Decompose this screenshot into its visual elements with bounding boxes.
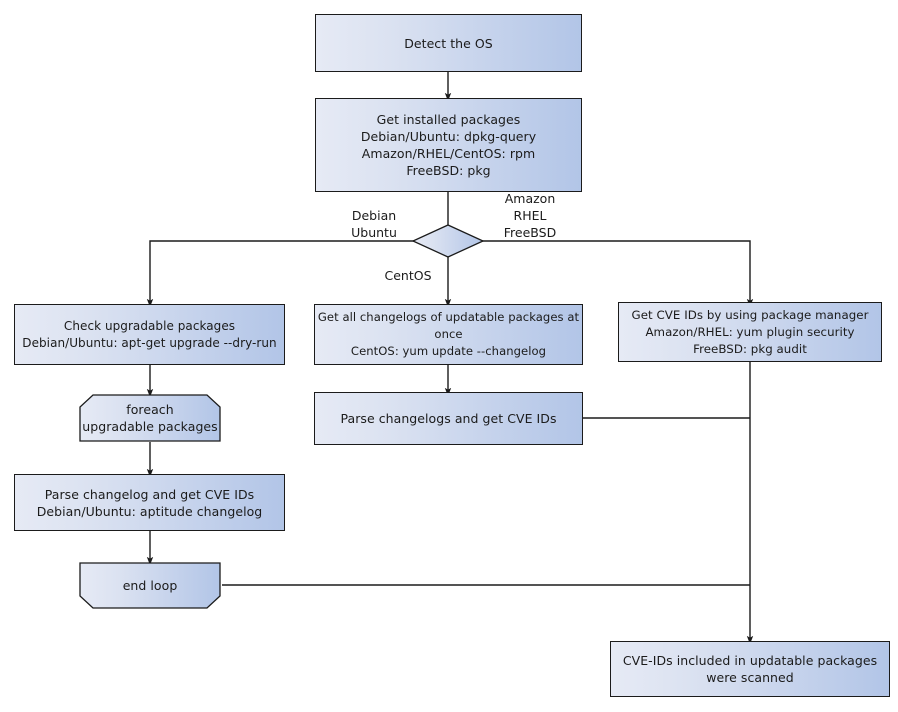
node-foreach-loop[interactable]: foreach upgradable packages [79, 394, 221, 442]
node-parse-changelog-debian[interactable]: Parse changelog and get CVE IDs Debian/U… [14, 474, 285, 531]
node-end-loop[interactable]: end loop [79, 562, 221, 609]
node-get-all-changelogs[interactable]: Get all changelogs of updatable packages… [314, 304, 583, 365]
edge-label-left-branch: Debian Ubuntu [351, 208, 397, 240]
node-check-upgradable-packages-label: Check upgradable packages Debian/Ubuntu:… [22, 318, 277, 350]
edge-label-center-branch: CentOS [384, 268, 432, 283]
node-final-result[interactable]: CVE-IDs included in updatable packages w… [610, 641, 890, 697]
node-final-result-label: CVE-IDs included in updatable packages w… [622, 653, 878, 685]
node-detect-os[interactable]: Detect the OS [315, 14, 582, 72]
node-get-installed-packages[interactable]: Get installed packages Debian/Ubuntu: dp… [315, 98, 582, 192]
node-end-loop-label: end loop [122, 578, 178, 593]
edge-label-right-branch: Amazon RHEL FreeBSD [503, 191, 557, 240]
node-parse-changelogs-centos-label: Parse changelogs and get CVE IDs [340, 411, 557, 426]
end-loop-shape [79, 562, 221, 609]
node-parse-changelog-debian-label: Parse changelog and get CVE IDs Debian/U… [36, 486, 263, 519]
node-get-installed-packages-label: Get installed packages Debian/Ubuntu: dp… [360, 112, 537, 178]
foreach-loop-shape [79, 394, 221, 442]
node-get-all-changelogs-label: Get all changelogs of updatable packages… [317, 310, 580, 358]
node-check-upgradable-packages[interactable]: Check upgradable packages Debian/Ubuntu:… [14, 304, 285, 365]
node-foreach-loop-label: foreach upgradable packages [82, 402, 218, 434]
edge-decision-right [477, 240, 754, 308]
node-os-decision[interactable] [412, 224, 484, 258]
node-parse-changelogs-centos[interactable]: Parse changelogs and get CVE IDs [314, 392, 583, 445]
node-get-cve-ids-package-manager[interactable]: Get CVE IDs by using package manager Ama… [618, 302, 882, 362]
node-detect-os-label: Detect the OS [404, 35, 493, 51]
node-get-cve-ids-package-manager-label: Get CVE IDs by using package manager Ama… [631, 307, 869, 356]
